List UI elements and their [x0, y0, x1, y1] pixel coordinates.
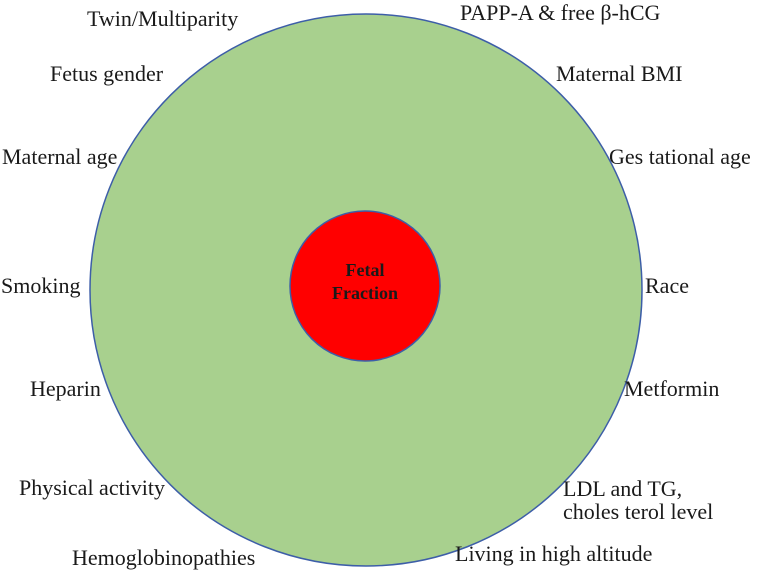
fetal-fraction-label-line2: Fraction — [332, 282, 398, 303]
factor-heparin: Heparin — [30, 376, 101, 401]
factor-ldl-tg-line2: choles terol level — [563, 499, 714, 525]
factor-papp-a-hcg: PAPP-A & free β-hCG — [460, 0, 661, 25]
factor-gestational-age: Ges tational age — [609, 144, 751, 169]
factor-smoking: Smoking — [1, 273, 81, 298]
fetal-fraction-label: Fetal Fraction — [290, 259, 440, 304]
factor-maternal-bmi: Maternal BMI — [556, 61, 683, 86]
factor-fetus-gender: Fetus gender — [50, 61, 164, 86]
factor-maternal-age: Maternal age — [2, 144, 118, 169]
factor-race: Race — [645, 273, 689, 298]
fetal-fraction-inner-circle — [289, 210, 441, 362]
factor-twin-multiparity: Twin/Multiparity — [87, 6, 239, 31]
factor-ldl-tg-cholesterol: LDL and TG, choles terol level — [563, 477, 713, 523]
factor-metformin: Metformin — [624, 376, 720, 401]
factor-physical-activity: Physical activity — [19, 475, 166, 500]
factor-ldl-tg-line1: LDL and TG, — [563, 476, 683, 501]
factor-high-altitude: Living in high altitude — [455, 541, 653, 566]
factor-hemoglobinopathies: Hemoglobinopathies — [72, 545, 256, 570]
fetal-fraction-label-line1: Fetal — [345, 260, 385, 280]
